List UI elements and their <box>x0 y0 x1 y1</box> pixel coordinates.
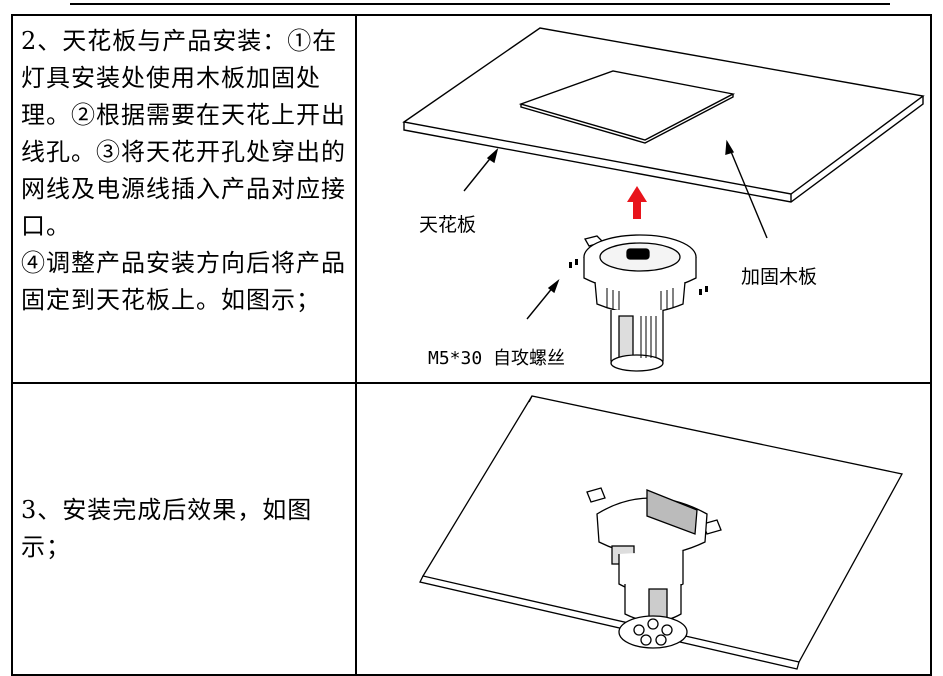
product-device <box>583 234 697 372</box>
up-arrow <box>627 186 647 219</box>
installed-result-illustration <box>419 395 903 670</box>
step-2-text-cell: 2、天花板与产品安装：①在灯具安装处使用木板加固处理。②根据需要在天花上开出线孔… <box>11 14 357 384</box>
installed-device <box>586 487 722 649</box>
ceiling-install-illustration <box>402 27 925 372</box>
step-3-text: 3、安装完成后效果，如图示； <box>21 496 313 561</box>
step-3-text-cell: 3、安装完成后效果，如图示； <box>11 382 357 676</box>
label-ceiling: 天花板 <box>419 214 477 236</box>
step-3-row: 3、安装完成后效果，如图示； <box>11 382 932 676</box>
header-rule <box>70 3 890 5</box>
label-wood: 加固木板 <box>741 266 818 288</box>
step-2-figure-cell: 天花板 加固木板 M5*30 自攻螺丝 <box>355 14 932 384</box>
wood-leader <box>726 141 768 239</box>
instruction-table: 2、天花板与产品安装：①在灯具安装处使用木板加固处理。②根据需要在天花上开出线孔… <box>11 14 932 676</box>
screws <box>569 259 708 295</box>
step-3-figure-cell <box>355 382 932 676</box>
step-2-text: 2、天花板与产品安装：①在灯具安装处使用木板加固处理。②根据需要在天花上开出线孔… <box>21 27 346 314</box>
label-screw: M5*30 自攻螺丝 <box>428 348 566 369</box>
step-2-row: 2、天花板与产品安装：①在灯具安装处使用木板加固处理。②根据需要在天花上开出线孔… <box>11 14 932 384</box>
